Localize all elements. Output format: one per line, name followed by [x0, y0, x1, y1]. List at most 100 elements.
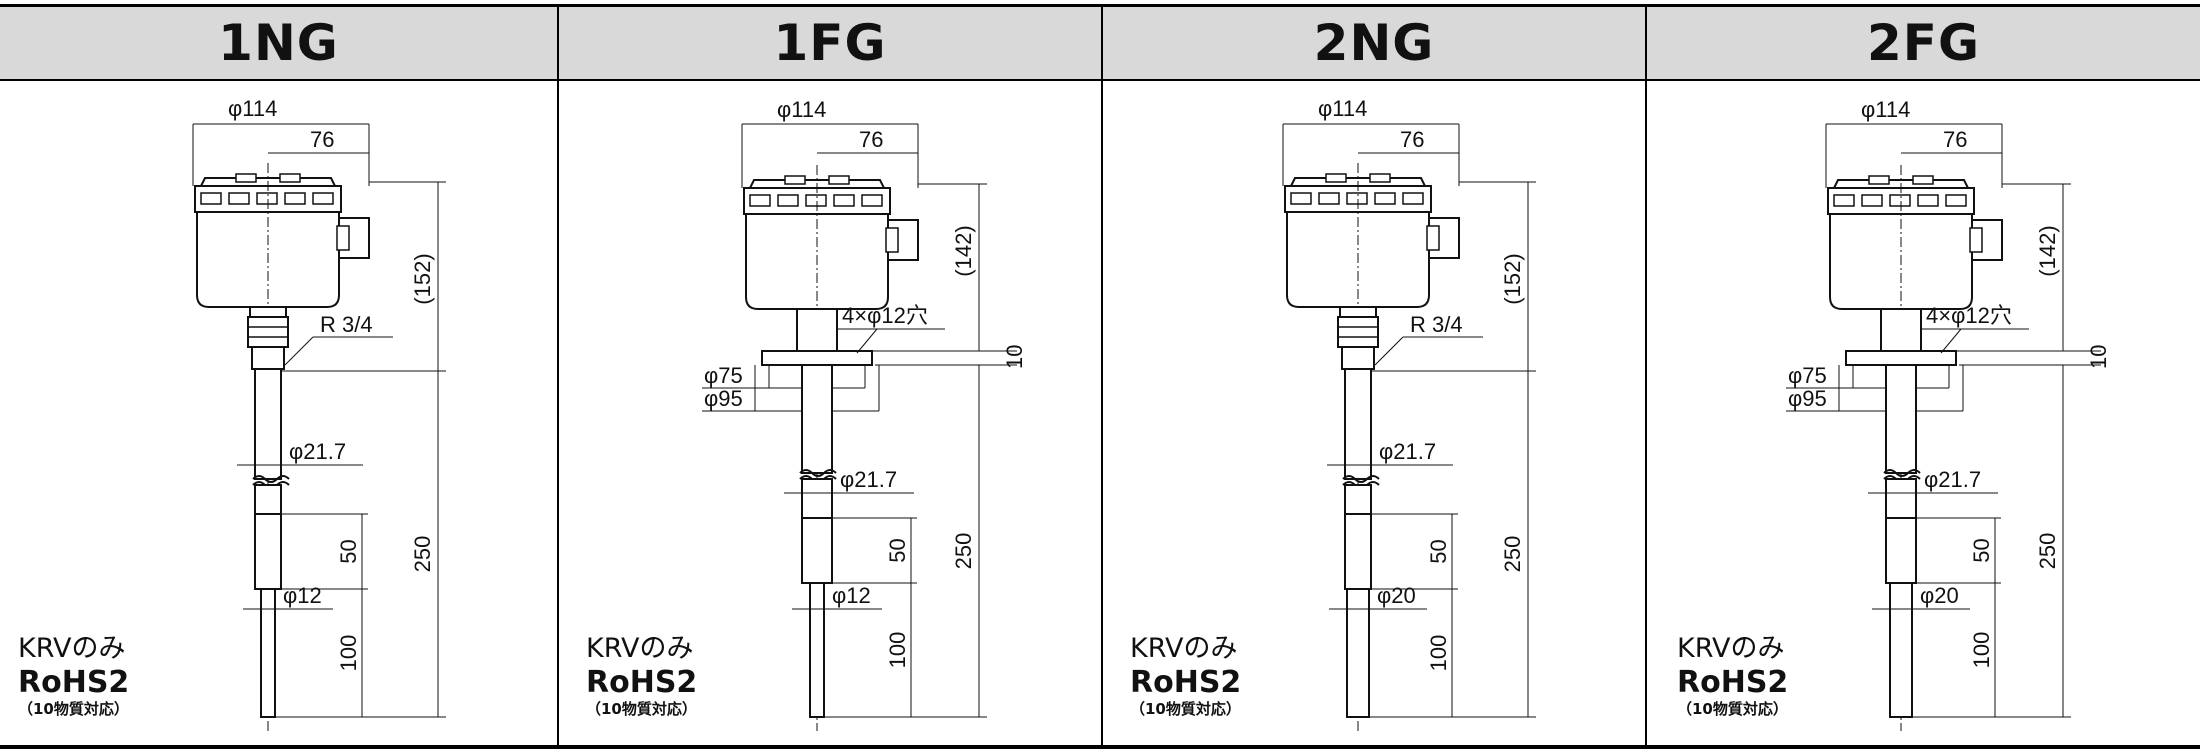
sensor-tip [1346, 588, 1370, 718]
sensor-tip [1889, 582, 1913, 718]
break-mark [1883, 469, 1921, 477]
ten-substances-text: （10物質対応） [18, 700, 129, 718]
protection-pipe [801, 478, 833, 584]
model-header: 1FG [773, 14, 887, 72]
cover-rib [1374, 192, 1396, 205]
cover-screw [1912, 175, 1934, 185]
tip-diameter-label: φ12 [832, 583, 871, 608]
protection-pipe [801, 364, 833, 474]
rohs2-badge: RoHS2 [1677, 665, 1789, 700]
protection-pipe [254, 368, 282, 480]
model-header: 2NG [1313, 14, 1435, 72]
protection-pipe [1344, 484, 1372, 590]
cover-screw [1369, 173, 1391, 183]
head-diameter-label: φ114 [1318, 96, 1367, 121]
protection-pipe [1344, 368, 1372, 480]
header-rule [0, 79, 2200, 81]
neck [1880, 308, 1922, 352]
break-mark [252, 475, 290, 483]
ten-substances-text: （10物質対応） [1130, 700, 1241, 718]
flange-pcd-label: φ75 [1788, 363, 1827, 388]
cover-rib [1318, 192, 1340, 205]
flange [761, 350, 873, 366]
cover-rib [861, 194, 883, 207]
head-width-label: 76 [1943, 127, 1967, 152]
cover-rib [1290, 192, 1312, 205]
protection-pipe [254, 484, 282, 590]
cover-rib [312, 192, 334, 205]
cover-rib [749, 194, 771, 207]
thread-size-label: R 3/4 [320, 312, 373, 337]
tip-length-label: 100 [1426, 635, 1451, 672]
column-divider [1645, 4, 1647, 749]
terminal-head [1284, 173, 1460, 308]
head-width-label: 76 [310, 127, 334, 152]
terminal-head [194, 173, 370, 308]
neck [249, 306, 287, 318]
column-divider [557, 4, 559, 749]
model-header: 2FG [1867, 14, 1980, 72]
pipe-diameter-label: φ21.7 [840, 467, 897, 492]
outline-drawing: 4×φ12穴10φ75φ95φ11476(142)φ21.750φ2010025… [1786, 97, 2111, 731]
pipe-diameter-label: φ21.7 [1379, 439, 1436, 464]
flange-pcd-label: φ75 [704, 363, 743, 388]
head-height-label: (152) [410, 253, 435, 304]
section-length-label: 50 [1969, 538, 1994, 562]
cover-rib [1861, 194, 1883, 207]
cover-rib [1346, 192, 1368, 205]
tip-diameter-label: φ12 [283, 583, 322, 608]
cover-rib [1402, 192, 1424, 205]
ten-substances-text: （10物質対応） [586, 700, 697, 718]
cover-screw [235, 173, 257, 183]
head-width-label: 76 [859, 127, 883, 152]
cover-rib [1833, 194, 1855, 207]
hex-nut [1337, 316, 1379, 348]
section-length-label: 50 [885, 538, 910, 562]
cable-gland [885, 227, 899, 253]
flange-od-label: φ95 [1788, 386, 1827, 411]
cover-screw [828, 175, 850, 185]
head-diameter-label: φ114 [1861, 97, 1910, 122]
pipe-diameter-label: φ21.7 [289, 439, 346, 464]
krv-only-text: KRVのみ [1677, 633, 1785, 664]
leader-line [1374, 336, 1404, 366]
insertion-length-label: 250 [1500, 536, 1525, 573]
hex-nut [247, 316, 289, 348]
protection-pipe [1885, 478, 1917, 584]
neck [796, 308, 838, 352]
cover-screw [1325, 173, 1347, 183]
krv-only-text: KRVのみ [18, 633, 126, 664]
flange-thickness-label: 10 [1002, 345, 1027, 369]
leader-line [284, 336, 314, 366]
bottom-rule [0, 745, 2200, 749]
tip-length-label: 100 [885, 632, 910, 669]
flange [1845, 350, 1957, 366]
leader-line [1940, 328, 1962, 354]
cover-rib [228, 192, 250, 205]
flange-od-label: φ95 [704, 386, 743, 411]
insertion-length-label: 250 [410, 536, 435, 573]
cover-rib [200, 192, 222, 205]
ten-substances-text: （10物質対応） [1677, 700, 1788, 718]
section-length-label: 50 [336, 539, 361, 563]
tip-length-label: 100 [336, 635, 361, 672]
cover-rib [777, 194, 799, 207]
protection-pipe [1885, 364, 1917, 474]
outline-drawing: 4×φ12穴10φ75φ95φ11476(142)φ21.750φ1210025… [702, 97, 1027, 731]
thread-size-label: R 3/4 [1410, 312, 1463, 337]
insertion-length-label: 250 [951, 533, 976, 570]
break-mark [1342, 475, 1380, 483]
cover-rib [1917, 194, 1939, 207]
head-height-label: (142) [2035, 225, 2060, 276]
break-mark [799, 469, 837, 477]
flange-thickness-label: 10 [2086, 345, 2111, 369]
